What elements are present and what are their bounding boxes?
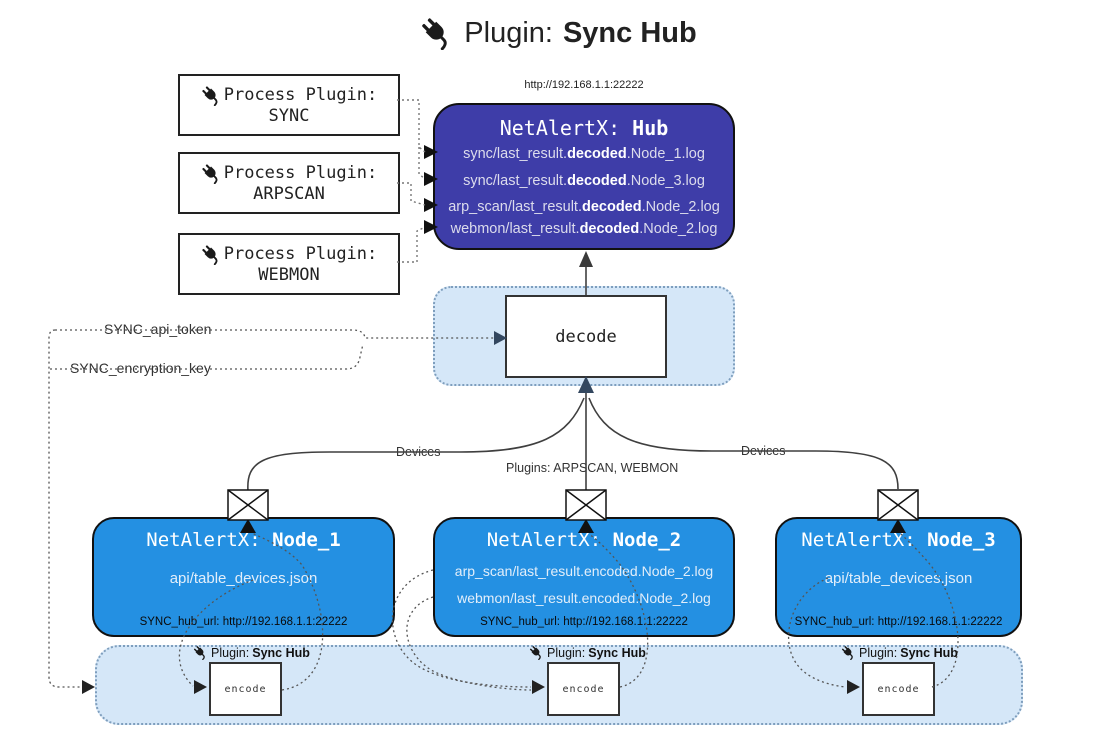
process-plugin-name: ARPSCAN [253, 183, 325, 204]
arrow-into-encode-container [82, 680, 95, 694]
node-box-node1: NetAlertX: Node_1 api/table_devices.json… [92, 517, 395, 637]
encode-box: encode [209, 662, 282, 716]
plug-icon [193, 646, 205, 660]
process-plugin-box-arpscan: Process Plugin: ARPSCAN [178, 152, 400, 214]
decode-box: decode [505, 295, 667, 378]
node-box-node2: NetAlertX: Node_2 arp_scan/last_result.e… [433, 517, 735, 637]
hub-title: NetAlertX: Hub [435, 116, 733, 140]
node-hub-url: SYNC_hub_url: http://192.168.1.1:22222 [139, 616, 348, 628]
sync-api-token-label: SYNC_api_token [100, 321, 216, 337]
hub-log-line: sync/last_result.decoded.Node_3.log [463, 173, 705, 189]
plug-icon [202, 244, 218, 265]
node-file: arp_scan/last_result.encoded.Node_2.log [454, 563, 714, 579]
node-title: NetAlertX: Node_1 [146, 529, 341, 551]
envelope-icon [227, 489, 269, 521]
node-file: api/table_devices.json [169, 570, 318, 587]
encoder-label: Plugin: Sync Hub [193, 645, 310, 660]
hub-title-label: NetAlertX: [499, 116, 621, 140]
plug-icon [529, 646, 541, 660]
page-title: Plugin: Sync Hub [0, 16, 1117, 50]
node-title: NetAlertX: Node_2 [486, 529, 682, 551]
page-title-name: Sync Hub [562, 16, 697, 49]
plug-icon [841, 646, 853, 660]
encode-box: encode [862, 662, 935, 716]
process-plugin-label: Process Plugin: [223, 244, 378, 264]
process-plugin-name: SYNC [268, 105, 310, 126]
hub-url: http://192.168.1.1:22222 [524, 79, 644, 91]
hub-log-line: sync/last_result.decoded.Node_1.log [463, 146, 705, 162]
plug-icon [202, 85, 218, 106]
plugins-label-mid: Plugins: ARPSCAN, WEBMON [503, 461, 682, 475]
plug-icon [422, 18, 447, 50]
page-title-label: Plugin: [464, 16, 553, 49]
node-file: api/table_devices.json [824, 570, 973, 587]
devices-label-right: Devices [738, 444, 789, 458]
encode-box: encode [547, 662, 620, 716]
node-file: webmon/last_result.encoded.Node_2.log [457, 590, 711, 606]
process-plugin-name: WEBMON [258, 264, 320, 285]
devices-label-left: Devices [393, 445, 444, 459]
hub-box: NetAlertX: Hub sync/last_result.decoded.… [433, 103, 735, 250]
plugin-to-hub-links [397, 99, 426, 263]
hub-log-line: webmon/last_result.decoded.Node_2.log [450, 221, 718, 237]
process-plugin-box-sync: Process Plugin: SYNC [178, 74, 400, 136]
arrow-decode-to-hub [579, 251, 593, 267]
node-hub-url: SYNC_hub_url: http://192.168.1.1:22222 [480, 616, 688, 628]
node-box-node3: NetAlertX: Node_3 api/table_devices.json… [775, 517, 1022, 637]
hub-log-line: arp_scan/last_result.decoded.Node_2.log [448, 199, 720, 215]
encoder-label: Plugin: Sync Hub [529, 645, 646, 660]
process-plugin-box-webmon: Process Plugin: WEBMON [178, 233, 400, 295]
node-title: NetAlertX: Node_3 [801, 529, 996, 551]
node-hub-url: SYNC_hub_url: http://192.168.1.1:22222 [794, 616, 1003, 628]
process-plugin-label: Process Plugin: [223, 163, 378, 183]
plug-icon [202, 163, 218, 184]
encoder-label: Plugin: Sync Hub [841, 645, 958, 660]
envelope-icon [877, 489, 919, 521]
process-plugin-label: Process Plugin: [223, 85, 378, 105]
hub-title-name: Hub [632, 116, 669, 140]
envelope-icon [565, 489, 607, 521]
sync-encryption-key-label: SYNC_encryption_key [66, 360, 215, 376]
